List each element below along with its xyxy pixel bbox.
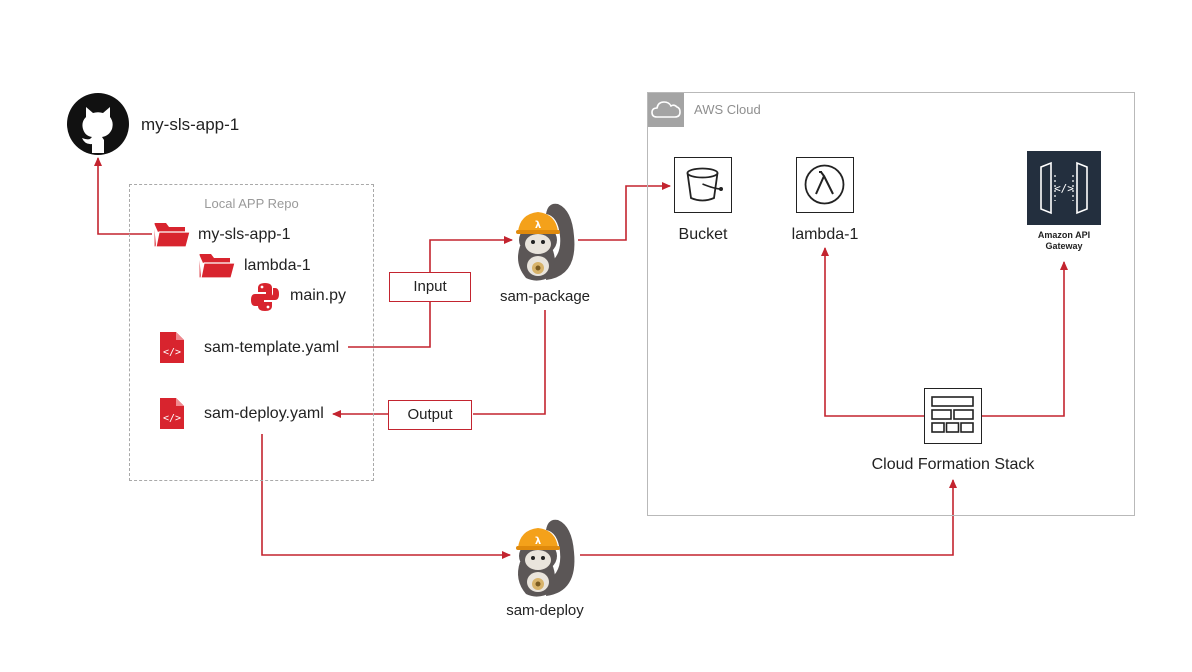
api-gateway-label: Amazon API Gateway — [1014, 230, 1114, 252]
sam-squirrel-icon[interactable]: λ — [508, 196, 582, 284]
arrow-sam-package-to-output — [473, 310, 546, 415]
sub-folder-label[interactable]: lambda-1 — [244, 257, 311, 274]
python-file-label[interactable]: main.py — [290, 287, 347, 304]
code-file-icon: </> — [160, 398, 184, 429]
arrow-deploy-file-to-sam-deploy — [261, 434, 511, 559]
local-app-repo-box — [129, 184, 374, 481]
svg-text:λ: λ — [535, 536, 542, 547]
aws-cloud-box: AWS Cloud — [647, 92, 1135, 516]
arrow-cloudformation-to-lambda — [821, 247, 924, 417]
github-octocat-icon — [66, 92, 130, 156]
python-icon — [249, 281, 281, 313]
sam-squirrel-icon[interactable]: λ — [508, 512, 582, 600]
api-gateway-label-line2: Gateway — [1045, 241, 1083, 251]
arrow-cloudformation-to-apigateway — [982, 261, 1068, 417]
template-file-label[interactable]: sam-template.yaml — [204, 339, 340, 356]
lambda-label: lambda-1 — [791, 226, 859, 243]
arrow-sam-deploy-to-cloudformation — [580, 479, 957, 556]
local-repo-title: Local APP Repo — [204, 196, 299, 211]
sam-package-label: sam-package — [499, 288, 591, 305]
lambda-function-icon[interactable] — [796, 157, 854, 213]
svg-text:</>: </> — [163, 347, 181, 358]
arrow-folder-to-github — [94, 157, 152, 235]
svg-text:λ: λ — [535, 220, 542, 231]
deploy-file-label[interactable]: sam-deploy.yaml — [204, 405, 324, 422]
root-folder-label[interactable]: my-sls-app-1 — [198, 226, 291, 243]
folder-icon — [198, 251, 236, 279]
svg-text:</>: </> — [1054, 182, 1074, 195]
api-gateway-icon[interactable]: </> — [1027, 151, 1101, 225]
aws-cloud-icon — [648, 93, 684, 127]
aws-cloud-title: AWS Cloud — [694, 102, 761, 117]
cloudformation-label: Cloud Formation Stack — [871, 456, 1035, 473]
s3-bucket-icon[interactable] — [674, 157, 732, 213]
folder-icon — [153, 220, 191, 248]
cloudformation-stack-icon[interactable] — [924, 388, 982, 444]
input-box: Input — [389, 272, 471, 302]
code-file-icon: </> — [160, 332, 184, 363]
api-gateway-label-line1: Amazon API — [1037, 230, 1091, 240]
bucket-label: Bucket — [678, 226, 728, 243]
sam-deploy-label: sam-deploy — [506, 602, 584, 619]
svg-text:</>: </> — [163, 413, 181, 424]
github-repo-name[interactable]: my-sls-app-1 — [141, 115, 240, 134]
arrow-sam-package-to-bucket — [578, 182, 671, 241]
output-box: Output — [388, 400, 472, 430]
